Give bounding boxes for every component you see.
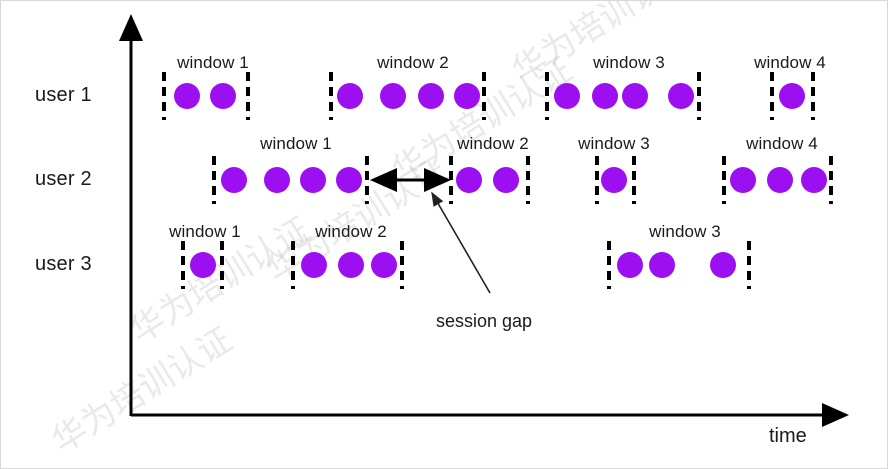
event-dot-u3-w3-2 xyxy=(649,252,675,278)
event-dot-u3-w3-3 xyxy=(710,252,736,278)
window-label-u1-w4: window 4 xyxy=(754,53,826,72)
event-dot-u1-w2-1 xyxy=(337,83,363,109)
event-dot-u2-w1-4 xyxy=(336,167,362,193)
event-dot-u3-w2-1 xyxy=(301,252,327,278)
event-dot-u1-w4-1 xyxy=(779,83,805,109)
window-label-u1-w2: window 2 xyxy=(377,53,449,72)
event-dot-u1-w3-2 xyxy=(592,83,618,109)
event-dot-u2-w4-3 xyxy=(801,167,827,193)
event-dot-u3-w3-1 xyxy=(617,252,643,278)
event-dot-u1-w2-2 xyxy=(380,83,406,109)
event-dot-u2-w1-1 xyxy=(221,167,247,193)
event-dot-u2-w2-2 xyxy=(493,167,519,193)
event-dot-u3-w2-2 xyxy=(338,252,364,278)
window-label-u3-w3: window 3 xyxy=(649,222,721,241)
event-dot-u1-w2-4 xyxy=(454,83,480,109)
event-dot-u3-w2-3 xyxy=(371,252,397,278)
user-row-label-2: user 2 xyxy=(35,168,92,190)
event-dot-u1-w3-3 xyxy=(622,83,648,109)
user-row-label-3: user 3 xyxy=(35,253,92,275)
window-label-u3-w1: window 1 xyxy=(169,222,241,241)
time-axis-label: time xyxy=(769,425,807,447)
window-label-u3-w2: window 2 xyxy=(315,222,387,241)
event-dot-u2-w3-1 xyxy=(601,167,627,193)
user-row-label-1: user 1 xyxy=(35,84,92,106)
event-dot-u1-w1-1 xyxy=(174,83,200,109)
window-label-u1-w3: window 3 xyxy=(593,53,665,72)
event-dot-u1-w3-1 xyxy=(554,83,580,109)
event-dot-u2-w1-3 xyxy=(300,167,326,193)
session-gap-pointer xyxy=(431,191,491,294)
window-label-u1-w1: window 1 xyxy=(177,53,249,72)
event-dot-u2-w4-1 xyxy=(730,167,756,193)
event-dot-u1-w1-2 xyxy=(210,83,236,109)
window-label-u2-w4: window 4 xyxy=(746,134,818,153)
session-gap-label: session gap xyxy=(436,311,533,331)
window-label-u2-w3: window 3 xyxy=(578,134,650,153)
event-dot-u2-w1-2 xyxy=(264,167,290,193)
event-dot-u2-w2-1 xyxy=(456,167,482,193)
event-dot-u1-w3-4 xyxy=(668,83,694,109)
window-label-u2-w1: window 1 xyxy=(260,134,332,153)
event-dot-u1-w2-3 xyxy=(418,83,444,109)
event-dot-u3-w1-1 xyxy=(190,252,216,278)
window-label-u2-w2: window 2 xyxy=(457,134,529,153)
event-dot-u2-w4-2 xyxy=(767,167,793,193)
